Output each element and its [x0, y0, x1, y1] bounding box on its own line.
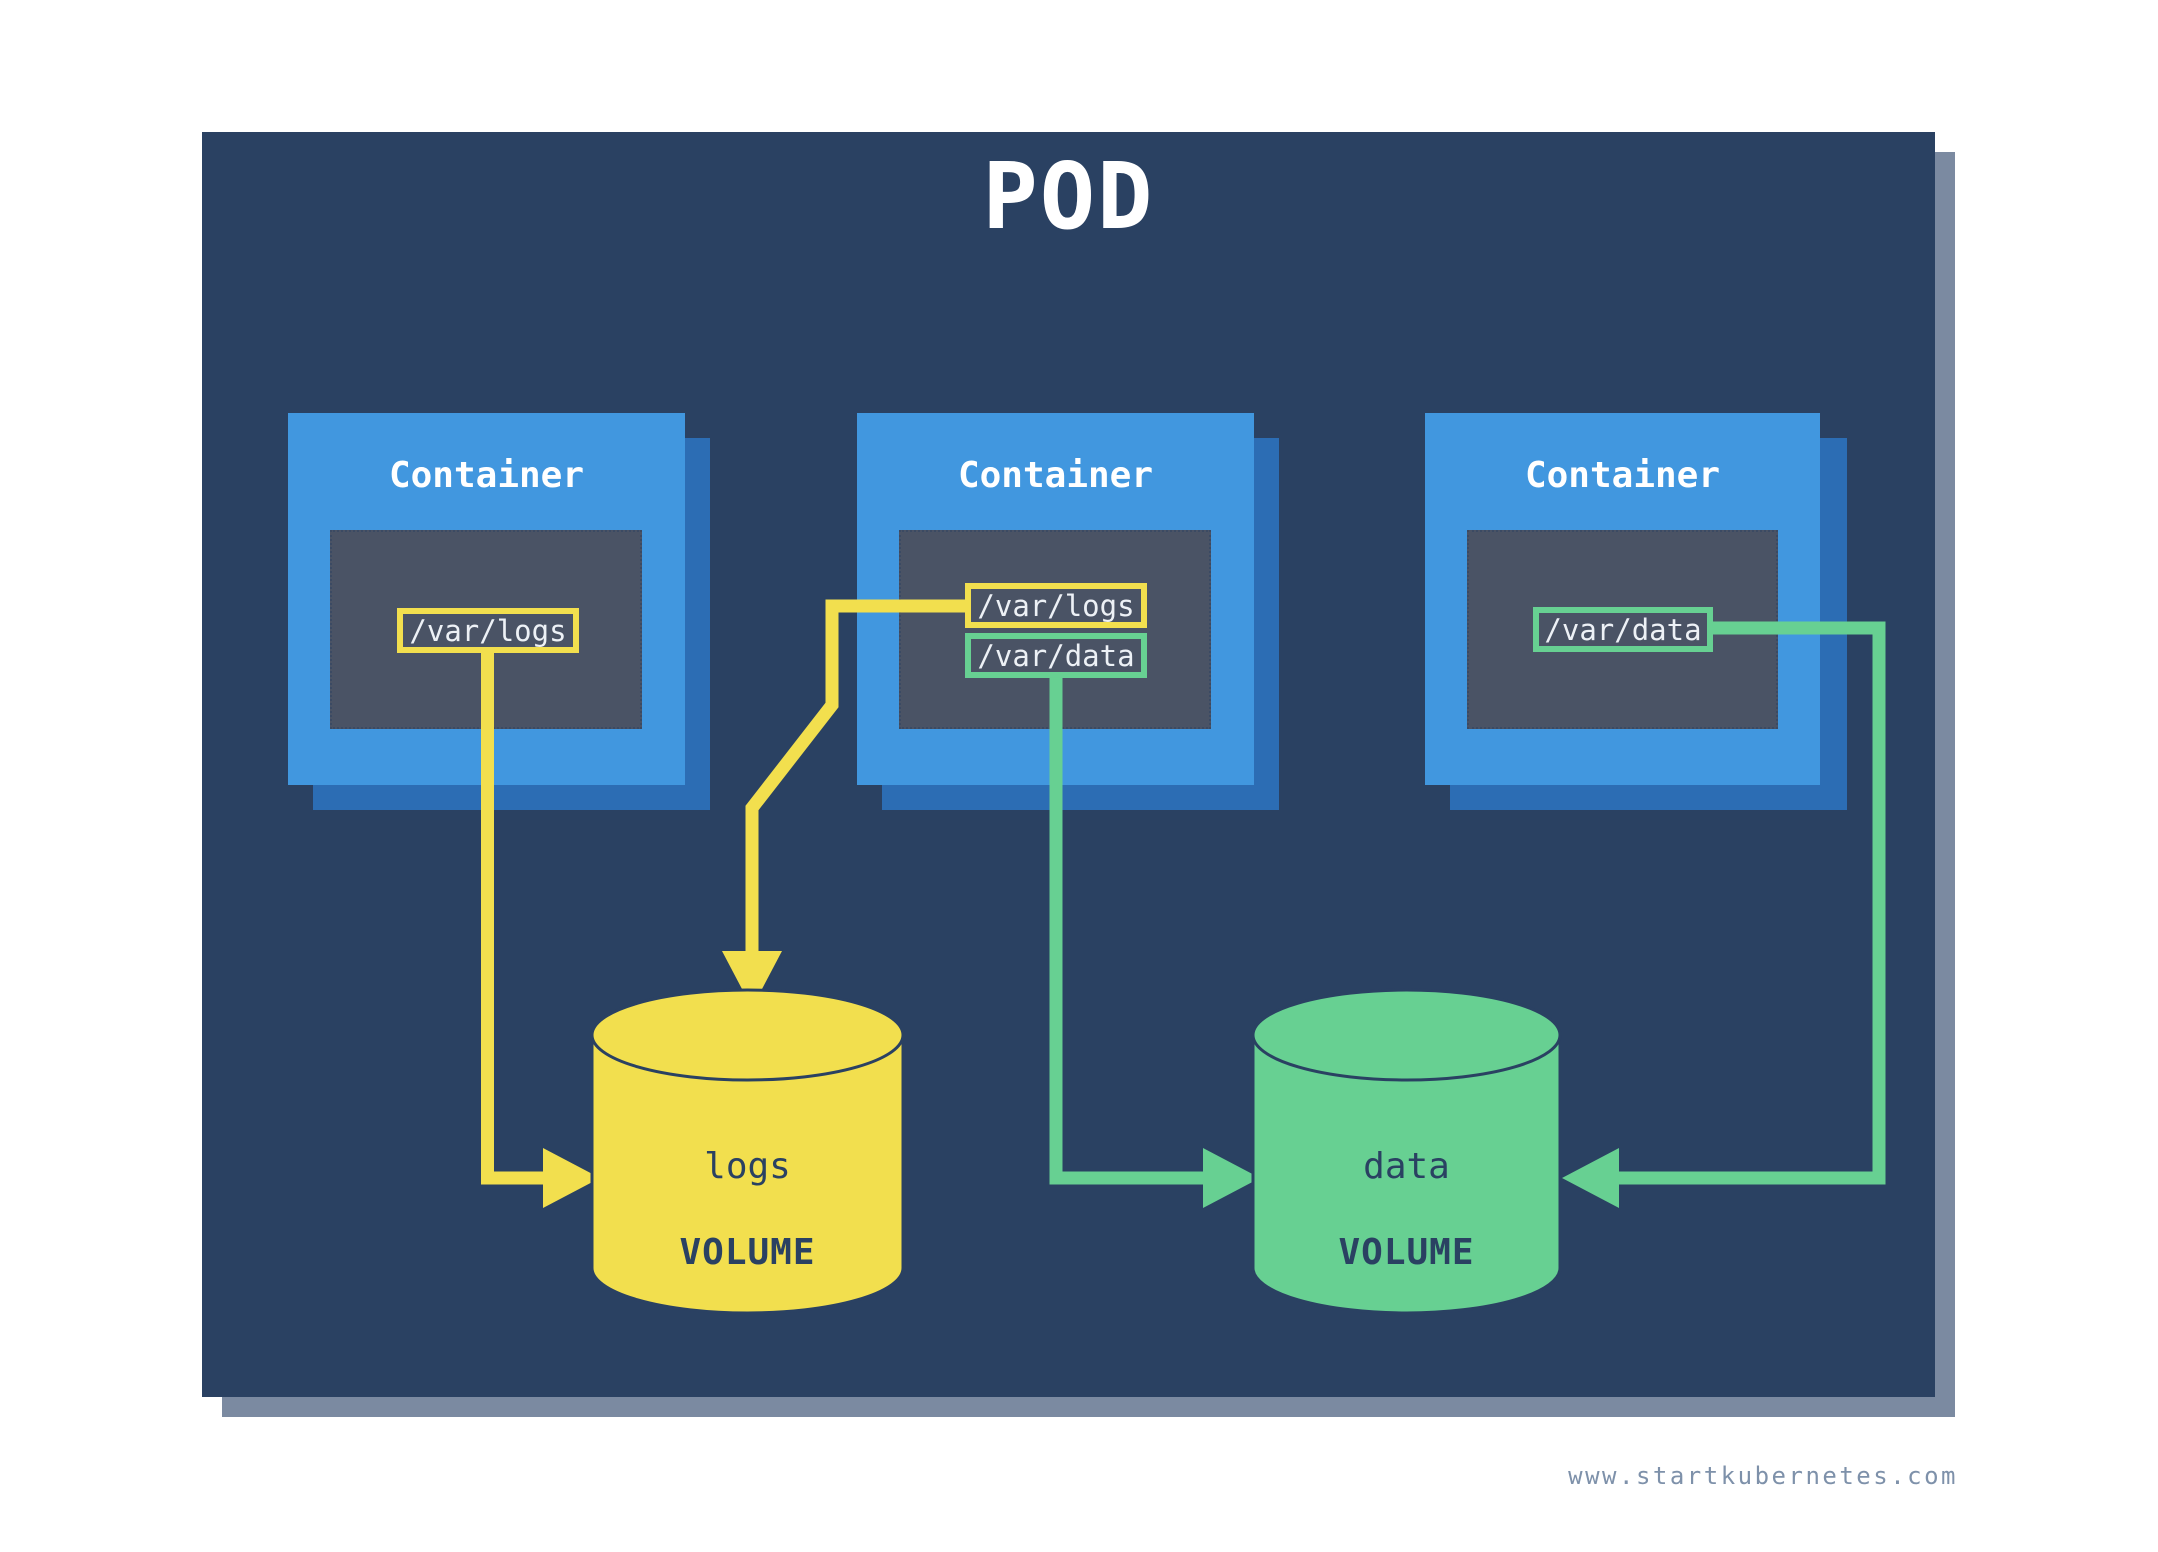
container-2-box: Container /var/logs /var/data	[857, 413, 1254, 785]
container-2-filesystem-box	[899, 530, 1211, 729]
container-1-title: Container	[388, 455, 585, 496]
container-3-title: Container	[1524, 455, 1721, 496]
logs-volume-name: logs	[704, 1146, 791, 1187]
mount-path-label-var-data: /var/data	[965, 633, 1147, 678]
container-1-box: Container /var/logs	[288, 413, 685, 785]
mount-path-label-var-logs: /var/logs	[965, 583, 1147, 628]
mount-path-label-var-logs: /var/logs	[397, 608, 579, 653]
container-3-box: Container /var/data	[1425, 413, 1820, 785]
logs-volume-type-label: VOLUME	[679, 1232, 816, 1273]
data-volume-type-label: VOLUME	[1338, 1232, 1475, 1273]
mount-path-label-var-data: /var/data	[1533, 607, 1713, 652]
container-2-title: Container	[957, 455, 1154, 496]
pod-title: POD	[982, 143, 1155, 250]
data-volume-name: data	[1363, 1146, 1450, 1187]
watermark-url: www.startkubernetes.com	[1568, 1462, 1958, 1490]
